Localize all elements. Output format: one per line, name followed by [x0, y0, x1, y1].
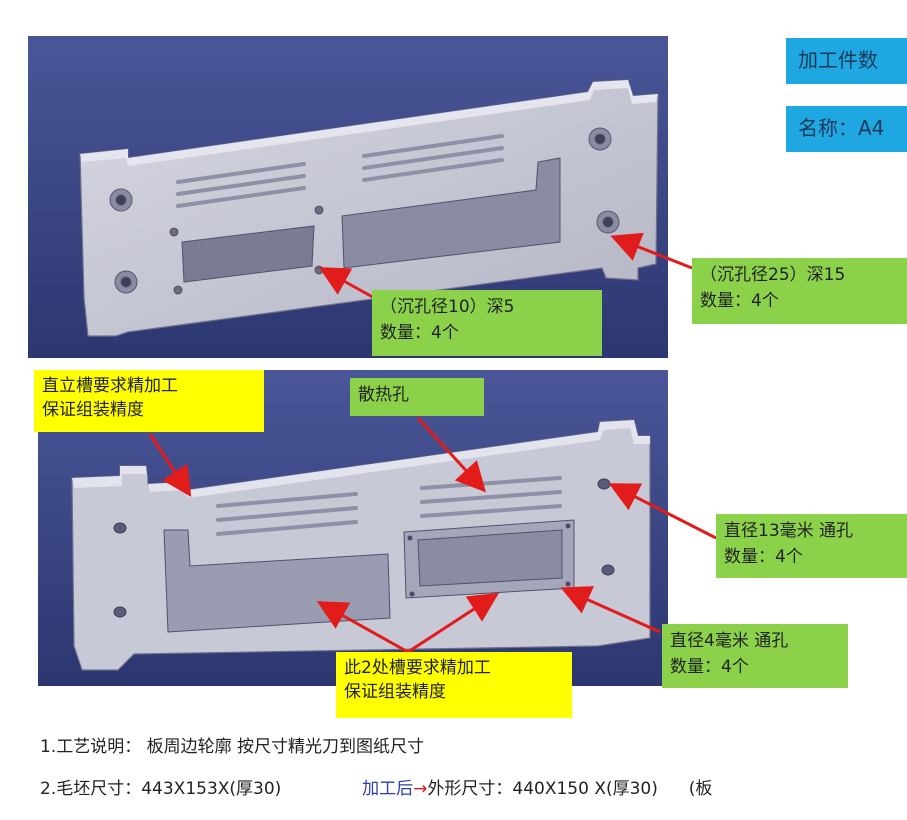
- callout-vent-holes: 散热孔: [350, 378, 484, 416]
- callout-counterbore10: （沉孔径10）深5 数量：4个: [372, 290, 602, 356]
- callout-slot-vertical: 直立槽要求精加工 保证组装精度: [34, 370, 264, 432]
- note-2-arrow: →: [413, 779, 428, 799]
- top-part-render: [28, 36, 668, 358]
- through-holes-13: [113, 478, 615, 618]
- note-2: 2.毛坯尺寸：443X153X(厚30) 加工后→外形尺寸：440X150 X(…: [40, 774, 907, 799]
- name-label-box: 名称：A4: [786, 106, 907, 152]
- callout-hole13: 直径13毫米 通孔 数量：4个: [716, 514, 907, 578]
- top-view-panel: [28, 36, 668, 358]
- count-label: 加工件数: [798, 48, 878, 72]
- vent-slots: [216, 476, 562, 536]
- small-pocket: [181, 225, 315, 283]
- note-2-blank-size: 2.毛坯尺寸：443X153X(厚30): [40, 779, 282, 799]
- note-2-after: 加工后: [362, 779, 414, 799]
- callout-two-slots: 此2处槽要求精加工 保证组装精度: [336, 652, 572, 718]
- note-2-final-size: 外形尺寸：440X150 X(厚30): [427, 779, 658, 799]
- counterbore-25-holes: [109, 127, 620, 294]
- callout-counterbore25: （沉孔径25）深15 数量：4个: [692, 258, 907, 324]
- vent-slots: [176, 134, 504, 208]
- callout-hole4: 直径4毫米 通孔 数量：4个: [662, 624, 848, 688]
- name-label: 名称：A4: [798, 116, 885, 140]
- count-label-box: 加工件数: [786, 38, 907, 84]
- note-2-trailing: (板: [688, 779, 713, 799]
- note-1: 1.工艺说明： 板周边轮廓 按尺寸精光刀到图纸尺寸: [40, 737, 425, 757]
